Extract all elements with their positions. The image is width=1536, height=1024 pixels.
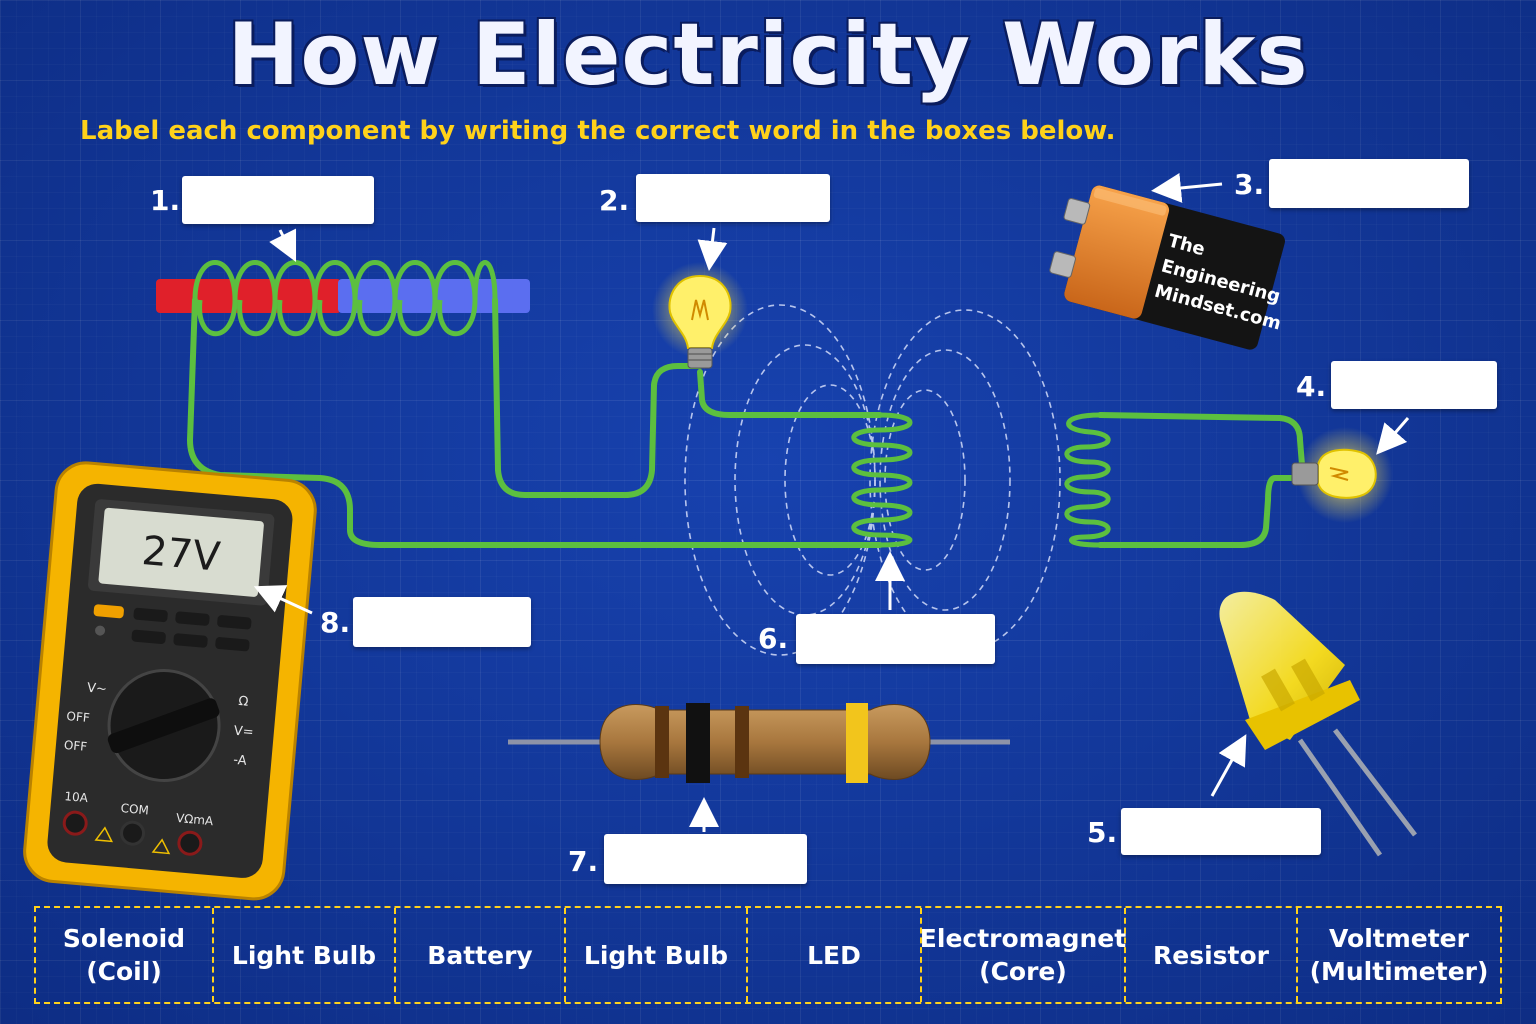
light-bulb-2 — [1291, 427, 1393, 523]
dial-label-vac: V~ — [86, 681, 107, 698]
label-number-1: 1. — [150, 184, 181, 217]
dial-label-off-1: OFF — [66, 709, 90, 725]
label-input-4[interactable] — [1331, 361, 1497, 409]
label-number-3: 3. — [1234, 168, 1265, 201]
arrow-3 — [1151, 173, 1223, 203]
arrow-5 — [1210, 734, 1247, 797]
led — [1219, 591, 1417, 857]
word-bank-item[interactable]: Electromagnet (Core) — [920, 908, 1126, 1002]
label-number-5: 5. — [1087, 816, 1118, 849]
magnetic-field-lines — [684, 304, 1061, 656]
dial-label-vdc: V= — [233, 724, 254, 741]
dial-label-off-2: OFF — [63, 738, 87, 754]
arrow-8 — [253, 585, 313, 615]
battery: The Engineering Mindset.com — [1049, 185, 1285, 350]
light-bulb-1 — [652, 262, 748, 369]
circuit-wires — [187, 297, 1305, 548]
primary-coil — [851, 412, 913, 548]
solenoid-coil-1 — [192, 260, 498, 337]
word-bank-item[interactable]: Resistor — [1126, 908, 1298, 1002]
word-bank-item[interactable]: Voltmeter (Multimeter) — [1309, 924, 1489, 986]
pointer-arrows — [253, 173, 1410, 832]
label-number-8: 8. — [320, 606, 351, 639]
word-bank-item[interactable]: Battery — [396, 908, 566, 1002]
jack-label-com: COM — [120, 801, 149, 817]
page-title: How Electricity Works — [227, 5, 1309, 105]
multimeter-reading: 27V — [140, 528, 223, 581]
label-input-1[interactable] — [182, 176, 374, 224]
secondary-coil — [1064, 412, 1111, 548]
jack-label-vomega: VΩmA — [175, 811, 214, 828]
label-number-7: 7. — [568, 845, 599, 878]
word-bank-item[interactable]: Light Bulb — [214, 908, 396, 1002]
label-input-7[interactable] — [604, 834, 807, 884]
word-bank-item[interactable]: Light Bulb — [566, 908, 748, 1002]
label-input-2[interactable] — [636, 174, 830, 222]
word-bank: Solenoid (Coil) Light Bulb Battery Light… — [34, 906, 1502, 1004]
label-input-8[interactable] — [353, 597, 531, 647]
label-number-4: 4. — [1296, 370, 1327, 403]
label-input-3[interactable] — [1269, 159, 1469, 208]
label-number-6: 6. — [758, 622, 789, 655]
jack-label-10a: 10A — [64, 789, 89, 805]
word-bank-item[interactable]: LED — [748, 908, 922, 1002]
arrow-1 — [269, 228, 297, 263]
dial-label-amp: -A — [233, 753, 248, 769]
instruction-text: Label each component by writing the corr… — [80, 116, 1116, 146]
arrow-4 — [1376, 417, 1410, 455]
label-input-6[interactable] — [796, 614, 995, 664]
label-number-2: 2. — [599, 184, 630, 217]
dial-label-ohm: Ω — [238, 694, 249, 710]
resistor — [508, 703, 1010, 783]
arrow-2 — [697, 227, 728, 271]
multimeter: 27V V~ Ω OFF V= OFF -A 10A COM VΩmA — [23, 461, 317, 901]
word-bank-item[interactable]: Solenoid (Coil) — [36, 908, 214, 1002]
label-input-5[interactable] — [1121, 808, 1321, 855]
